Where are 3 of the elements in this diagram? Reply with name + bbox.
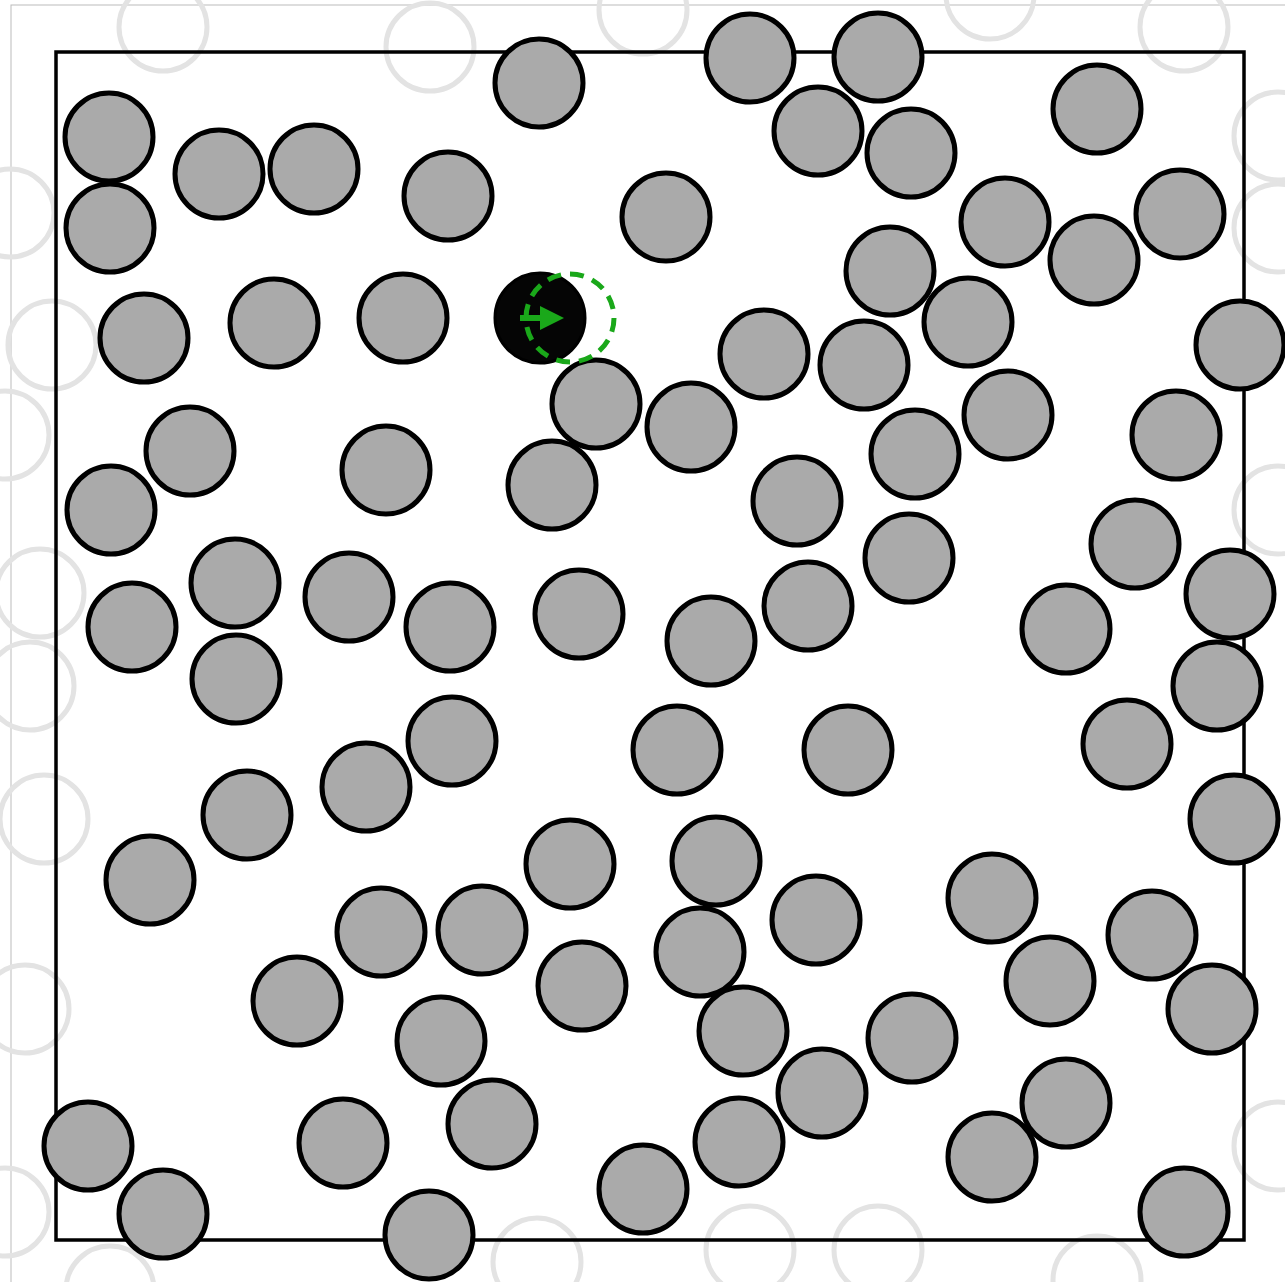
arrow (520, 306, 564, 330)
tagged-particle (493, 271, 587, 365)
target-outline (523, 271, 617, 365)
